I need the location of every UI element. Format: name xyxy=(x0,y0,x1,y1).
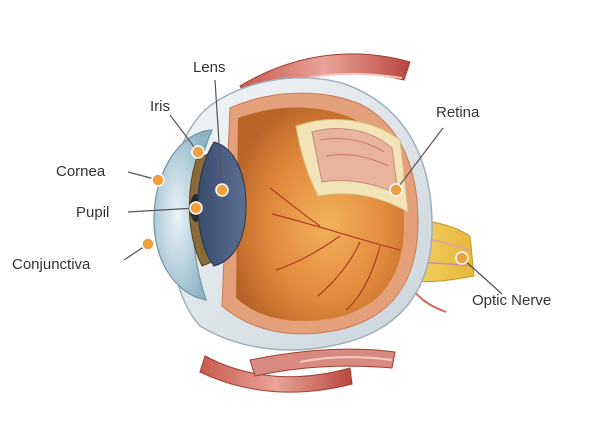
eye-muscle-bottom xyxy=(199,348,396,393)
leader-line-pupil xyxy=(127,207,197,213)
label-iris: Iris xyxy=(150,98,170,115)
label-conjunctiva: Conjunctiva xyxy=(12,256,91,273)
cutaway-section xyxy=(295,118,409,213)
marker-retina xyxy=(389,183,403,197)
leader-line-retina xyxy=(395,127,444,191)
lens-shape xyxy=(197,141,247,267)
label-lens: Lens xyxy=(193,59,226,76)
markers xyxy=(141,145,469,265)
marker-cornea xyxy=(151,173,165,187)
marker-pupil xyxy=(189,201,203,215)
leader-lines xyxy=(123,79,503,295)
marker-lens xyxy=(215,183,229,197)
label-optic-nerve: Optic Nerve xyxy=(472,292,552,309)
label-cornea: Cornea xyxy=(56,163,106,180)
leader-line-iris xyxy=(169,114,199,153)
marker-iris xyxy=(191,145,205,159)
leader-line-lens xyxy=(214,79,223,191)
leader-line-optic-nerve xyxy=(461,257,503,295)
marker-conjunctiva xyxy=(141,237,155,251)
label-retina: Retina xyxy=(436,104,480,121)
label-pupil: Pupil xyxy=(76,204,110,221)
retinal-vessels xyxy=(269,187,401,311)
marker-optic-nerve xyxy=(455,251,469,265)
